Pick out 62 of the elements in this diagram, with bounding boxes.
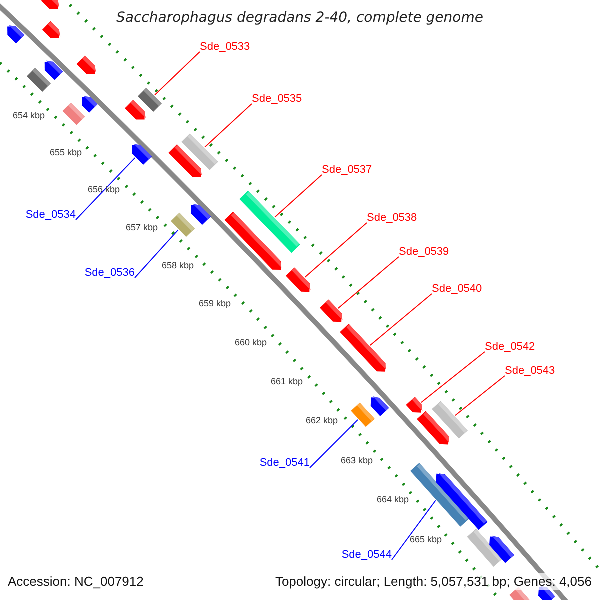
leader-line: [76, 158, 136, 220]
tick-label: 654 kbp: [12, 110, 46, 122]
gene-bar: [132, 144, 152, 166]
gene-bar: [42, 21, 61, 38]
gene-bar: [44, 60, 64, 80]
gene-bar: [41, 0, 60, 10]
tick-label: 664 kbp: [376, 494, 410, 506]
gene-label: Sde_0544: [342, 548, 392, 562]
tick-label: 662 kbp: [306, 416, 338, 426]
gene-bar: [286, 268, 311, 292]
tick-label: 665 kbp: [410, 534, 442, 546]
gene-bar: [191, 204, 211, 226]
leader-line: [134, 230, 179, 278]
leader-line: [204, 104, 252, 148]
feature-bar: [351, 402, 375, 428]
gene-bar: [490, 536, 514, 564]
leader-line: [420, 352, 486, 404]
leader-line: [154, 52, 200, 96]
leader-line: [274, 174, 322, 218]
leader-line: [310, 419, 359, 468]
tick-label: 661 kbp: [270, 376, 304, 388]
tick-label: 658 kbp: [162, 260, 194, 272]
gene-label: Sde_0535: [252, 92, 302, 106]
feature-bar: [138, 88, 162, 112]
gene-bar: [76, 56, 96, 74]
gene-label: Sde_0540: [432, 282, 482, 296]
gene-bar: [320, 300, 343, 322]
feature-bar: [62, 102, 86, 126]
leader-line: [454, 376, 506, 416]
gene-bar: [124, 100, 146, 120]
genome-info-note: Topology: circular; Length: 5,057,531 bp; Genes: 4,056: [275, 573, 592, 590]
gene-label: Sde_0543: [505, 364, 556, 378]
leader-line: [304, 222, 368, 278]
gene-label: Sde_0537: [322, 163, 372, 177]
gene-bar: [417, 411, 450, 445]
gene-bar: [8, 25, 25, 44]
gene-label: Sde_0538: [367, 211, 418, 225]
leader-line: [392, 500, 436, 560]
leader-line: [370, 294, 432, 346]
gene-bar: [370, 396, 390, 416]
leader-line: [338, 256, 400, 309]
gene-label: Sde_0539: [399, 245, 450, 259]
gene-label: Sde_0541: [260, 456, 310, 470]
tick-label: 660 kbp: [234, 338, 268, 348]
gene-label: Sde_0533: [200, 40, 250, 54]
title: Saccharophagus degradans 2-40, complete genome: [116, 9, 484, 27]
gene-label: Sde_0542: [485, 340, 536, 354]
gene-bar: [168, 144, 202, 178]
tick-label: 659 kbp: [198, 298, 232, 310]
gene-label: Sde_0536: [84, 266, 135, 280]
tick-label: 657 kbp: [126, 222, 158, 234]
gene-label: Sde_0534: [26, 208, 76, 222]
tick-label: 655 kbp: [50, 148, 82, 158]
gene-bar: [224, 212, 282, 270]
feature-bar: [26, 68, 52, 92]
gene-bar: [406, 397, 423, 413]
gene-bar: [436, 473, 488, 530]
gene-bar: [340, 324, 386, 372]
tick-label: 663 kbp: [340, 456, 374, 466]
gene-bar: [82, 96, 98, 113]
feature-bar: [171, 212, 195, 238]
tick-label: 656 kbp: [88, 184, 120, 196]
